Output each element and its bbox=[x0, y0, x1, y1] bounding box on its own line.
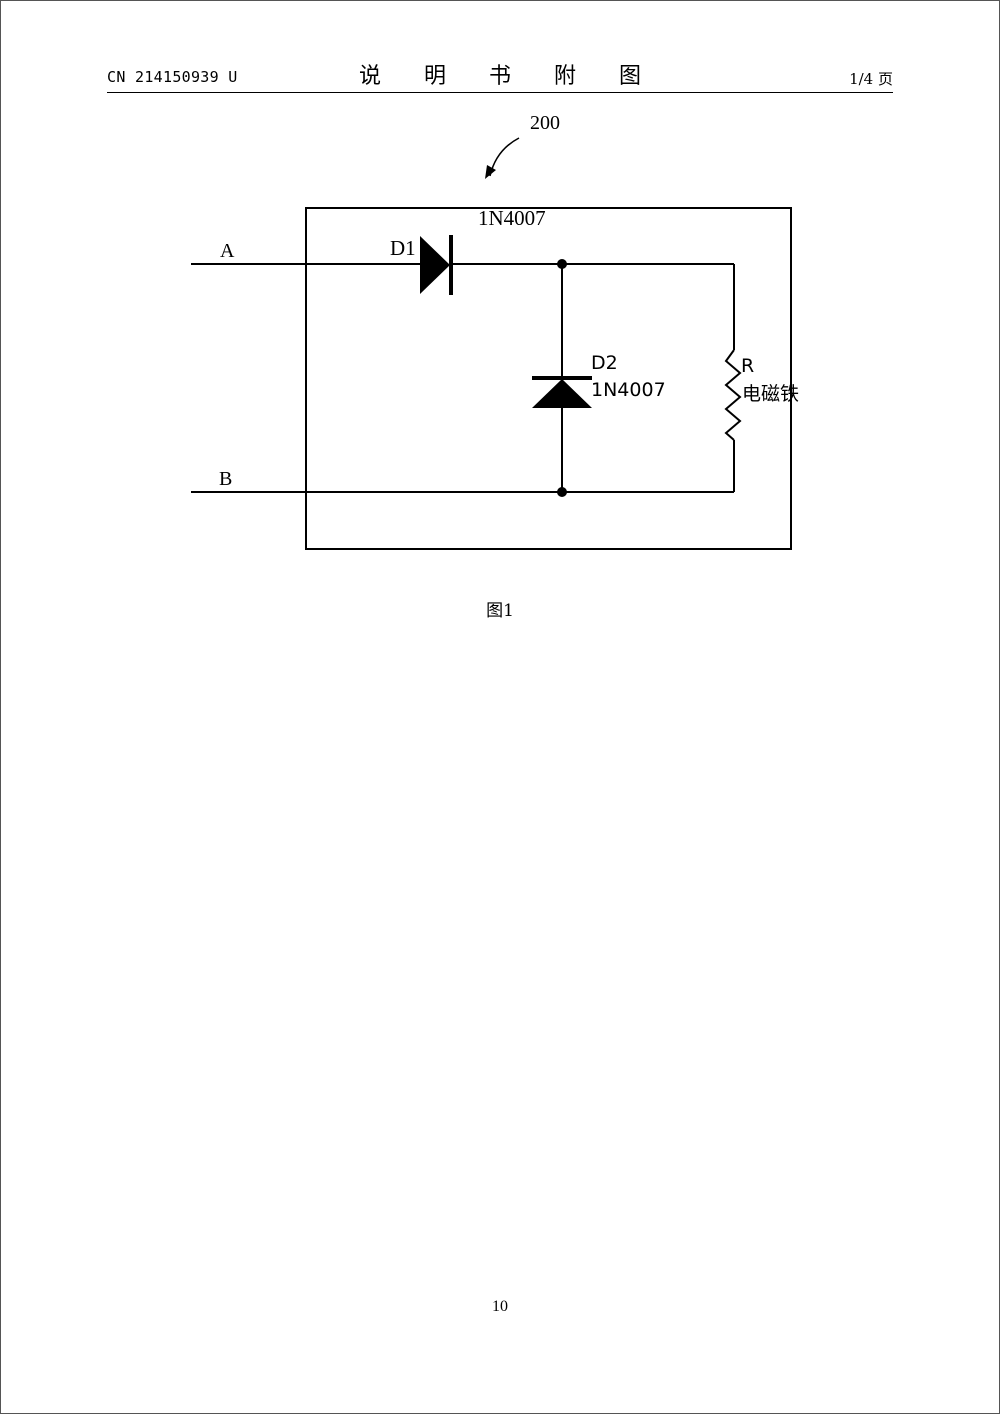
footer-page-number: 10 bbox=[492, 1298, 508, 1315]
junction-dot-top bbox=[557, 259, 567, 269]
d2-part-label: 1N4007 bbox=[591, 379, 666, 401]
d2-diode-triangle bbox=[532, 379, 592, 408]
junction-dot-bottom bbox=[557, 487, 567, 497]
d1-label: D1 bbox=[390, 236, 416, 260]
header-title: 说 明 书 附 图 bbox=[359, 64, 659, 89]
publication-number: CN 214150939 U bbox=[107, 68, 238, 86]
terminal-a-label: A bbox=[220, 240, 235, 262]
header-rule bbox=[107, 92, 893, 93]
page-count: 1/4 页 bbox=[849, 70, 893, 88]
reference-numeral: 200 bbox=[530, 112, 560, 134]
d2-label: D2 bbox=[591, 352, 618, 374]
d1-diode-triangle bbox=[420, 236, 450, 294]
resistor-label: R bbox=[741, 355, 754, 377]
reference-arrow-head bbox=[485, 165, 496, 179]
figure-caption: 图1 bbox=[486, 601, 514, 621]
terminal-b-label: B bbox=[219, 468, 232, 490]
d1-part-label: 1N4007 bbox=[478, 206, 546, 230]
resistor-zigzag bbox=[724, 349, 742, 441]
electromagnet-label: 电磁铁 bbox=[742, 383, 799, 405]
page-header: CN 214150939 U 说 明 书 附 图 1/4 页 bbox=[107, 58, 893, 94]
enclosure-box bbox=[305, 207, 792, 550]
